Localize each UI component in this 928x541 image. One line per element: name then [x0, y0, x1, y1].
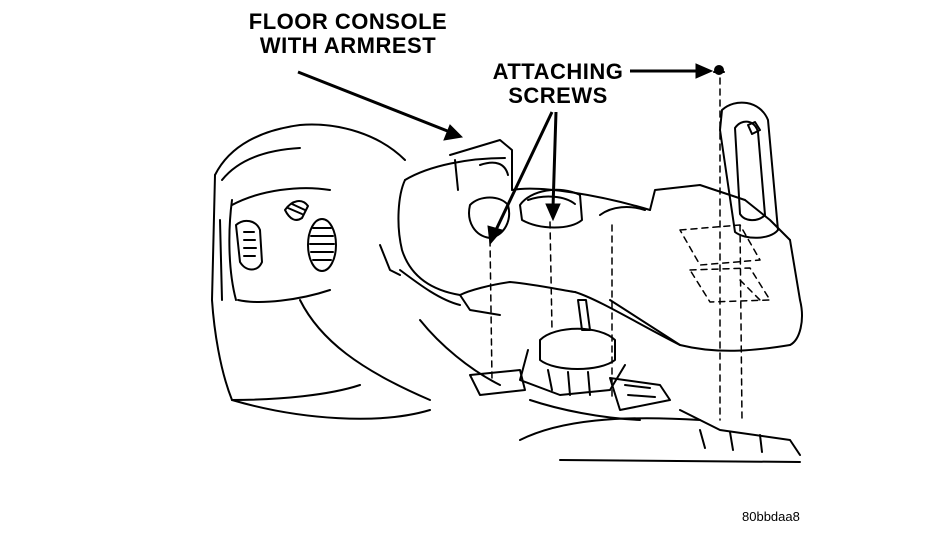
armrest-lid — [719, 101, 779, 239]
instrument-panel — [211, 123, 406, 401]
air-vent-left — [235, 219, 263, 271]
floor-console — [397, 139, 803, 352]
floor-console-label-line1: FLOOR CONSOLE — [248, 9, 448, 34]
screw-alignment-lines — [489, 77, 743, 421]
seat-edge — [379, 244, 461, 306]
figure-id: 80bbdaa8 — [742, 509, 800, 524]
attaching-screws-label-line2: SCREWS — [508, 83, 608, 108]
air-vent-center — [284, 200, 337, 272]
screw-leader-arrow-left — [487, 111, 554, 246]
attaching-screws-label-line1: ATTACHING — [492, 59, 624, 84]
hidden-lines — [679, 224, 771, 303]
floor-console-label-line2: WITH ARMREST — [259, 33, 437, 58]
screw-leader-arrow-top — [630, 63, 714, 79]
screw-icon — [713, 65, 725, 75]
screw-leader-arrow-right — [545, 111, 561, 222]
console-leader-arrow — [297, 70, 464, 141]
attaching-screws-label: ATTACHING SCREWS — [478, 60, 638, 108]
gear-shifter-assembly — [469, 299, 801, 456]
floor-carpet — [231, 299, 801, 463]
floor-console-label: FLOOR CONSOLE WITH ARMREST — [228, 10, 468, 58]
